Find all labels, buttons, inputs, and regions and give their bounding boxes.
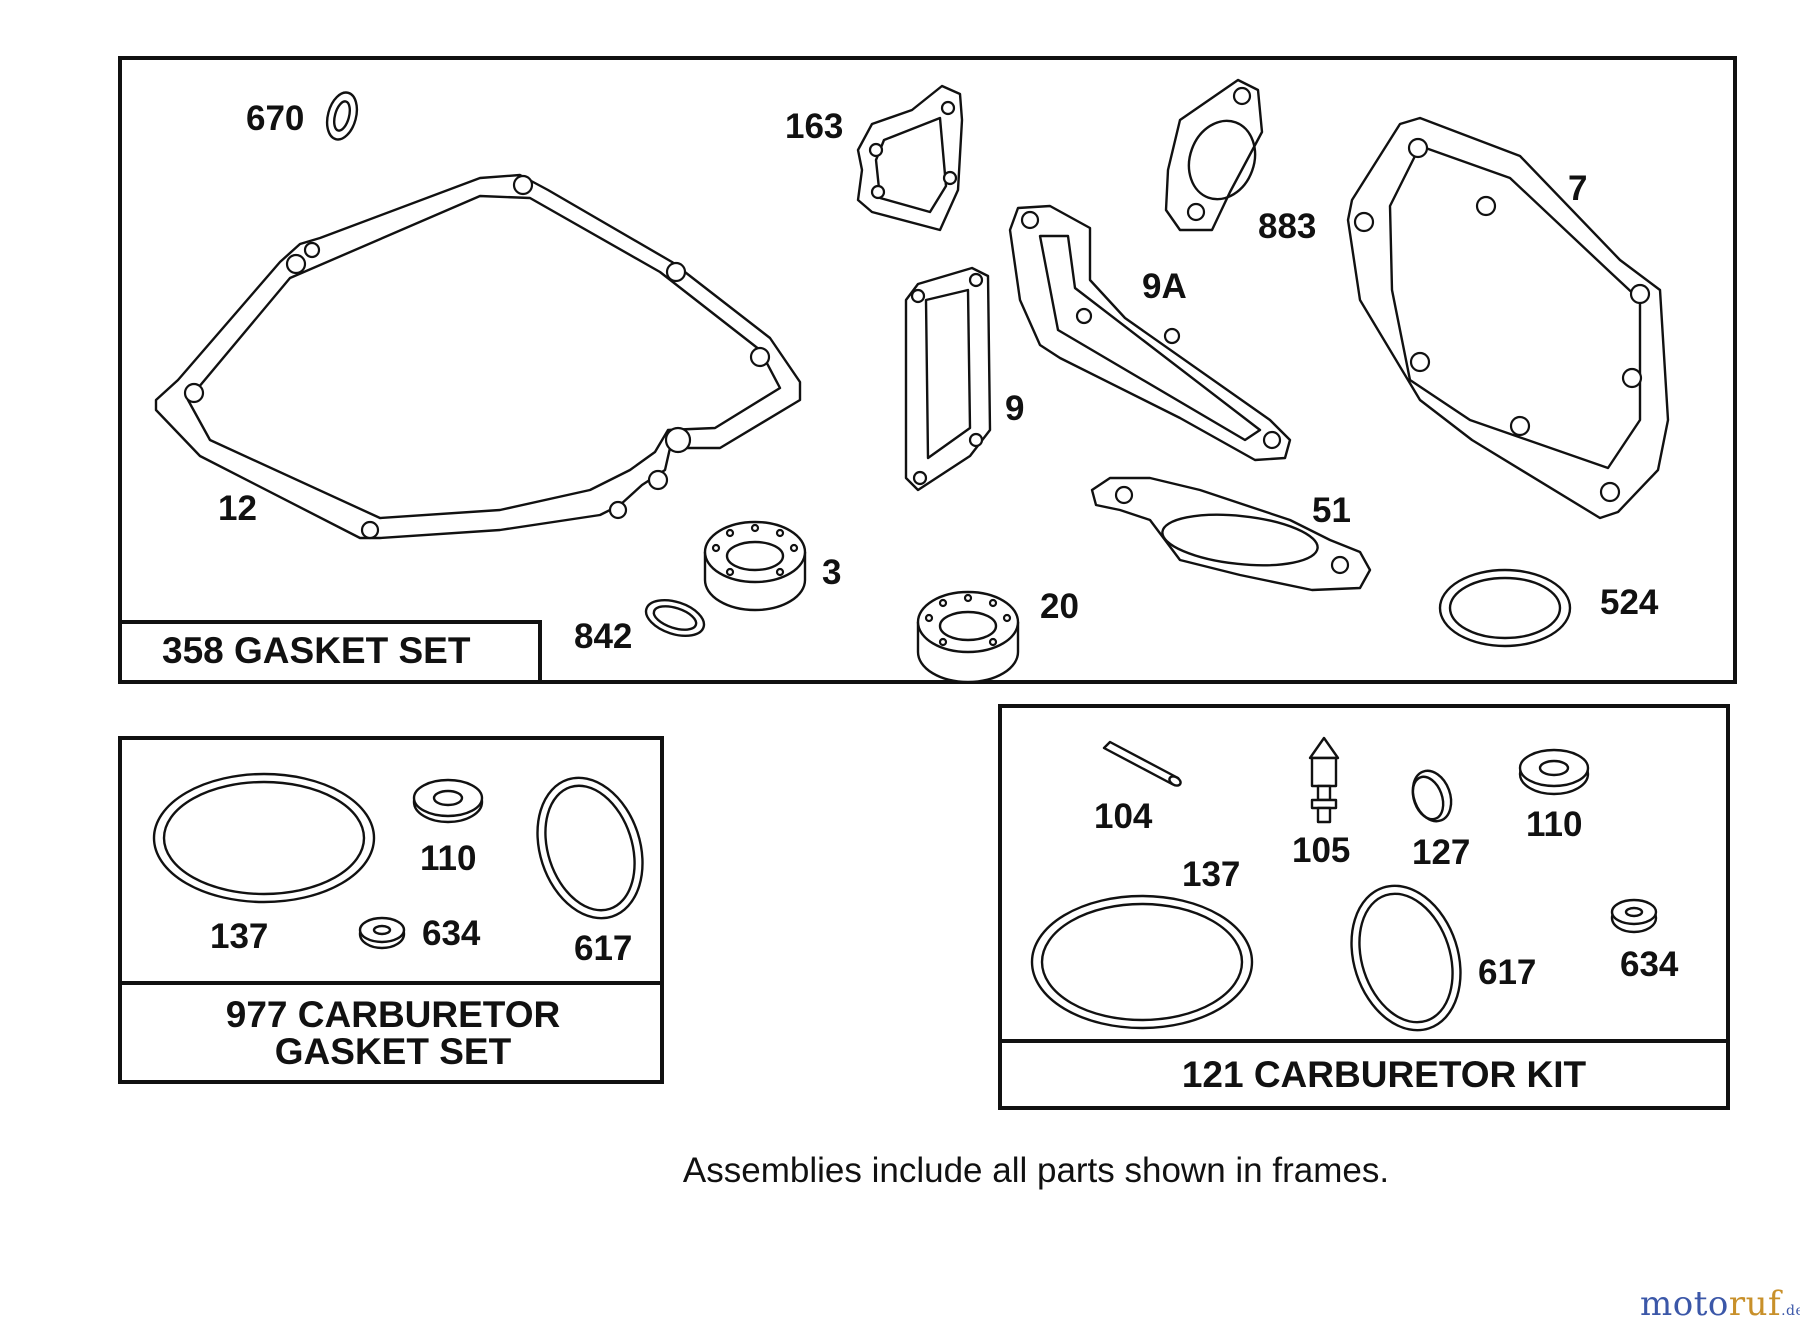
label-20: 20 — [1040, 587, 1079, 626]
carb-gasket-set-title-line1: 977 CARBURETOR — [226, 994, 560, 1035]
motoruf-logo: motoruf.de — [1640, 1284, 1800, 1324]
label-3: 3 — [822, 553, 841, 592]
label-51: 51 — [1312, 491, 1351, 530]
label-670: 670 — [246, 99, 304, 138]
label-k634: 634 — [1620, 945, 1679, 984]
part-842-ring — [644, 598, 706, 638]
part-9-gasket — [904, 266, 992, 492]
label-7: 7 — [1568, 169, 1587, 208]
part-617-oring — [536, 776, 644, 920]
logo-part1: moto — [1640, 1284, 1729, 1324]
carb-kit-title: 121 CARBURETOR KIT — [1182, 1054, 1587, 1095]
part-104-pin — [1102, 740, 1182, 787]
part-20-oil-seal — [916, 590, 1020, 684]
part-51-gasket — [1090, 476, 1372, 592]
carb-gasket-set-frame: 977 CARBURETOR GASKET SET — [118, 736, 664, 1084]
part-163-gasket — [856, 84, 964, 232]
label-k105: 105 — [1292, 831, 1350, 870]
part-634-kit-washer — [1610, 898, 1658, 934]
part-137-oring — [152, 772, 376, 904]
part-105-needle — [1308, 736, 1340, 824]
part-12-crankcase-gasket — [154, 173, 802, 540]
logo-part2: ruf — [1728, 1284, 1782, 1324]
label-9A: 9A — [1142, 267, 1187, 306]
label-883: 883 — [1258, 207, 1316, 246]
part-127-plug — [1411, 769, 1453, 823]
part-3-oil-seal — [703, 520, 807, 612]
label-842: 842 — [574, 617, 632, 656]
part-137-kit-oring — [1030, 894, 1254, 1030]
carb-gasket-set-title-line2: GASKET SET — [275, 1031, 512, 1072]
part-110-kit-washer — [1518, 748, 1590, 796]
label-c617: 617 — [574, 929, 632, 968]
part-110-washer — [412, 778, 484, 824]
label-k104: 104 — [1094, 797, 1153, 836]
logo-suffix: .de — [1781, 1303, 1800, 1319]
label-c110: 110 — [420, 839, 476, 878]
label-9: 9 — [1005, 389, 1024, 428]
label-524: 524 — [1600, 583, 1659, 622]
carb-kit-frame: 121 CARBURETOR KIT — [998, 704, 1730, 1110]
part-9A-gasket — [1008, 204, 1292, 462]
part-524-oring — [1438, 568, 1572, 648]
part-634-washer — [358, 916, 406, 950]
label-k127: 127 — [1412, 833, 1470, 872]
part-7-head-gasket — [1346, 116, 1670, 520]
label-c137: 137 — [210, 917, 268, 956]
part-670-washer — [325, 91, 359, 141]
gasket-set-title: 358 GASKET SET — [162, 630, 471, 671]
gasket-set-frame: 358 GASKET SET — [118, 56, 1737, 684]
label-k137: 137 — [1182, 855, 1240, 894]
part-883-gasket — [1164, 78, 1264, 232]
part-617-kit-oring — [1350, 884, 1462, 1032]
footer-note: Assemblies include all parts shown in fr… — [683, 1151, 1389, 1190]
label-k110: 110 — [1526, 805, 1582, 844]
label-163: 163 — [785, 107, 843, 146]
label-12: 12 — [218, 489, 257, 528]
label-k617: 617 — [1478, 953, 1536, 992]
label-c634: 634 — [422, 914, 481, 953]
